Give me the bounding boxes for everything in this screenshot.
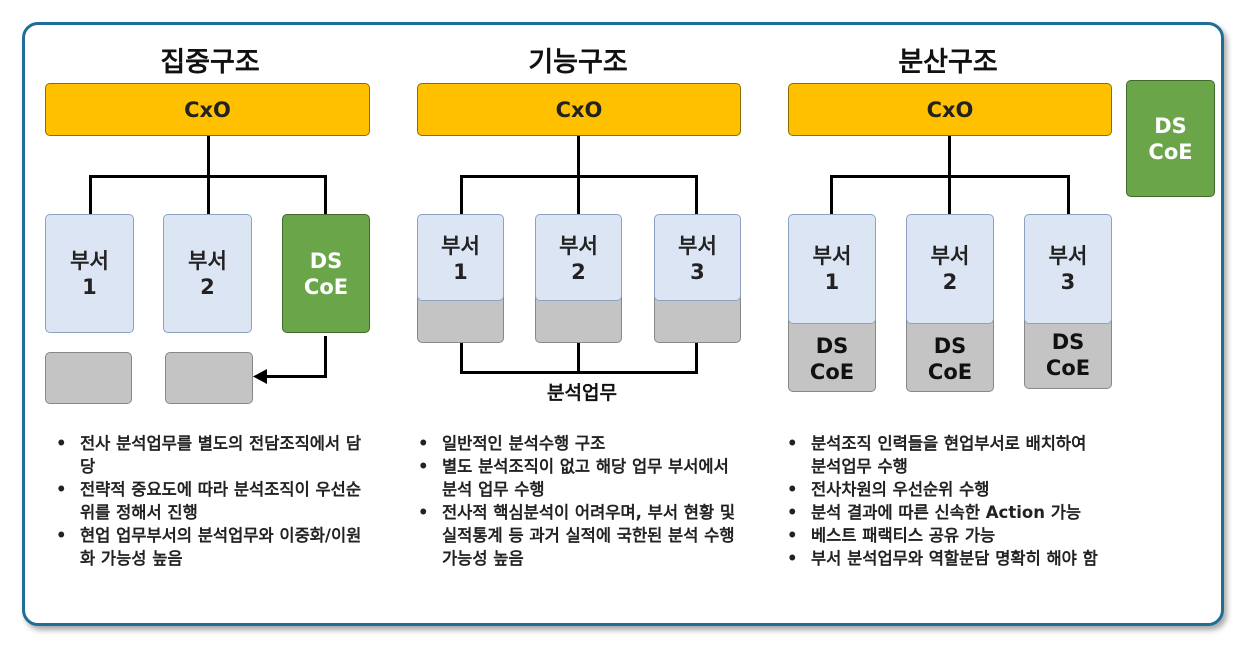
bullets-centralized: 전사 분석업무를 별도의 전담조직에서 담당 전략적 중요도에 따라 분석조직이… [52,432,372,570]
dept-3-box: 부서 3 [1024,214,1112,324]
bullet-item: 분석조직 인력들을 현업부서로 배치하여 분석업무 수행 [783,432,1101,478]
ds-coe-sub-box-3: DS CoE [1024,312,1112,389]
connector [695,175,698,215]
connector [948,136,951,177]
bullet-item: 베스트 패랙티스 공유 가능 [783,524,1101,547]
connector [460,175,463,215]
bullet-item: 전사적 핵심분석이 어려우며, 부서 현황 및 실적통계 등 과거 실적에 국한… [414,501,744,570]
ds-coe-sub-box-1: DS CoE [788,312,876,392]
connector [1067,175,1070,215]
bullet-item: 현업 업무부서의 분석업무와 이중화/이원화 가능성 높음 [52,524,372,570]
title-distributed: 분산구조 [898,47,998,78]
bullet-item: 부서 분석업무와 역할분담 명확히 해야 함 [783,547,1101,570]
connector [577,136,580,177]
bullets-distributed: 분석조직 인력들을 현업부서로 배치하여 분석업무 수행 전사차원의 우선순위 … [783,432,1101,570]
dept-2-analysis-box [165,352,253,404]
dept-3-box: 부서 3 [654,214,741,301]
title-centralized: 집중구조 [160,47,260,78]
bullets-functional: 일반적인 분석수행 구조 별도 분석조직이 없고 해당 업무 부서에서 분석 업… [414,432,744,570]
ds-coe-sub-box-2: DS CoE [906,312,994,392]
connector [577,175,580,215]
cxo-box-distributed: CxO [788,83,1112,136]
analysis-work-label: 분석업무 [547,382,617,404]
connector [830,175,833,215]
bullet-item: 분석 결과에 따른 신속한 Action 가능 [783,501,1101,524]
connector [207,175,210,215]
dept-1-box: 부서 1 [45,214,134,333]
dept-2-box: 부서 2 [535,214,622,301]
connector [89,175,92,215]
dept-2-box: 부서 2 [163,214,252,333]
bullet-item: 전사 분석업무를 별도의 전담조직에서 담당 [52,432,372,478]
connector [460,343,463,373]
arrowhead-icon [253,369,267,384]
bullet-item: 별도 분석조직이 없고 해당 업무 부서에서 분석 업무 수행 [414,455,744,501]
arrow-line [324,336,327,378]
arrow-line [262,375,327,378]
connector [207,136,210,177]
connector [577,343,580,373]
cxo-box-functional: CxO [417,83,741,136]
cxo-box-centralized: CxO [45,83,370,136]
ds-coe-box: DS CoE [282,214,370,333]
connector [460,371,698,374]
dept-2-box: 부서 2 [906,214,994,324]
dept-1-box: 부서 1 [788,214,876,324]
connector [948,175,951,215]
connector [695,343,698,373]
ds-coe-side-box: DS CoE [1126,80,1215,197]
dept-1-analysis-box [45,352,132,404]
title-functional: 기능구조 [528,47,628,78]
bullet-item: 전사차원의 우선순위 수행 [783,478,1101,501]
bullet-item: 전략적 중요도에 따라 분석조직이 우선순위를 정해서 진행 [52,478,372,524]
bullet-item: 일반적인 분석수행 구조 [414,432,744,455]
connector [324,175,327,215]
dept-1-box: 부서 1 [417,214,504,301]
